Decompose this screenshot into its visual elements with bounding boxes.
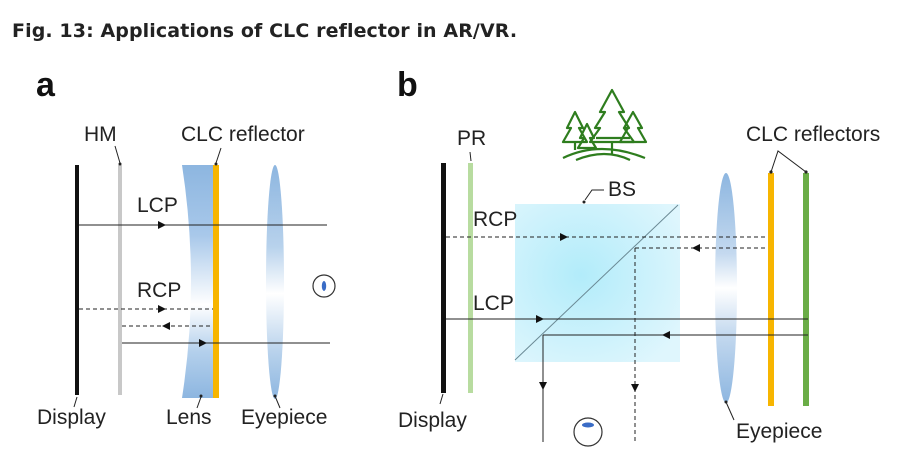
eyepiece-lens: [266, 165, 284, 399]
lcp-reflected-arrow-b-icon: [662, 331, 670, 339]
eyepiece-leader-b: [725, 401, 735, 421]
display-panel-b: [441, 163, 446, 393]
rcp-label-b: RCP: [473, 208, 517, 231]
pr-leader: [469, 151, 472, 162]
panel-b-label: b: [397, 66, 418, 104]
panel-a: a HM CLC reflector LCP RCP: [36, 66, 336, 429]
display-label: Display: [37, 406, 106, 429]
beam-splitter-surface: [514, 204, 679, 361]
eye-icon-b: [573, 417, 603, 447]
lcp-label: LCP: [137, 194, 178, 217]
lcp-label-b: LCP: [473, 292, 514, 315]
lens: [182, 165, 214, 398]
eyepiece-label-b: Eyepiece: [736, 420, 822, 443]
eyepiece-label: Eyepiece: [241, 406, 327, 429]
lens-leader: [196, 396, 202, 409]
display-panel: [75, 165, 79, 395]
eyepiece-lens-b: [715, 173, 737, 403]
hm-label: HM: [84, 123, 117, 146]
pupil-icon-b: [582, 422, 594, 428]
beam-splitter: [515, 204, 680, 362]
pr-label: PR: [457, 127, 486, 150]
clc-reflector-yellow: [768, 173, 774, 406]
lcp-arrow-icon: [158, 221, 166, 229]
bs-leader: [584, 189, 604, 201]
pupil-icon: [321, 281, 327, 291]
display-leader-b: [439, 393, 444, 405]
lcp-down-arrow-b-icon: [539, 382, 547, 390]
clc-reflector-label: CLC reflector: [181, 123, 305, 146]
clc-reflectors-leader: [770, 150, 807, 173]
hm-leader: [114, 145, 121, 164]
figure-title: Fig. 13: Applications of CLC reflector i…: [12, 20, 518, 42]
polarization-rotator: [468, 163, 473, 393]
trees-icon: [561, 88, 648, 162]
rcp-forward-arrow-icon: [158, 305, 166, 313]
rcp-reflected-arrow-icon: [162, 322, 170, 330]
clc-reflector-leader: [215, 147, 222, 164]
half-mirror: [118, 165, 122, 395]
display-label-b: Display: [398, 409, 467, 432]
bs-label: BS: [608, 178, 636, 201]
rcp-label: RCP: [137, 279, 181, 302]
clc-reflector-green: [803, 173, 809, 406]
clc-reflectors-label: CLC reflectors: [746, 123, 880, 146]
eyepiece-leader: [274, 395, 281, 409]
rcp-arrow-b-icon: [560, 233, 568, 241]
display-leader: [73, 396, 78, 408]
lcp-arrow-b-icon: [536, 315, 544, 323]
clc-reflector: [213, 165, 219, 398]
panel-b: b: [397, 66, 880, 447]
output-arrow-icon: [199, 339, 207, 347]
lens-label: Lens: [166, 406, 212, 429]
panel-a-label: a: [36, 66, 56, 104]
rcp-down-arrow-b-icon: [631, 384, 639, 392]
rcp-reflected-arrow-b-icon: [692, 244, 700, 252]
